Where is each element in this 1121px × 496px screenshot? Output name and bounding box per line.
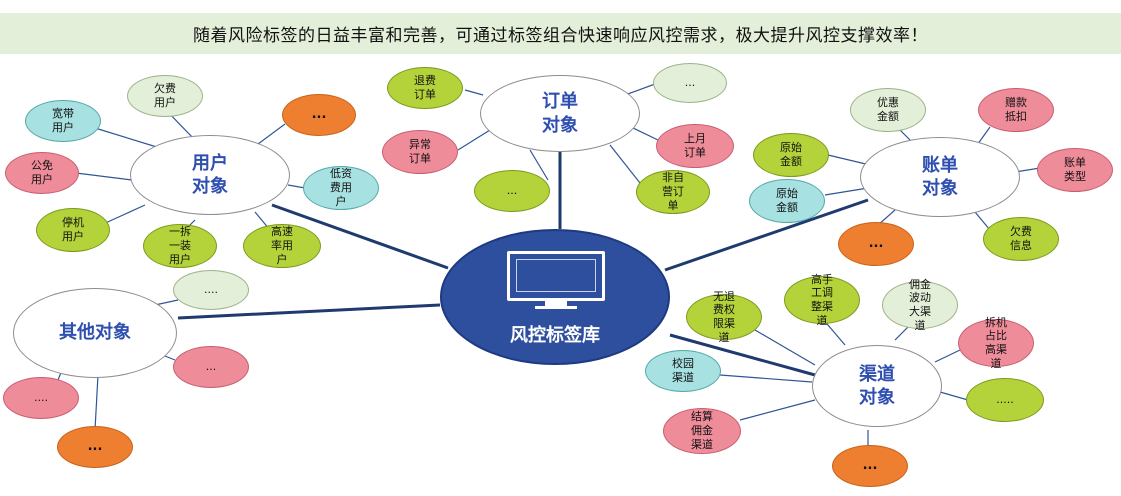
tag-no-refund-permission-channel: 无退 费权 限渠 道: [686, 290, 762, 344]
tag-placeholder: ...: [832, 445, 908, 487]
tag-placeholder: ...: [282, 94, 356, 136]
banner: 随着风险标签的日益丰富和完善，可通过标签组合快速响应风控需求，极大提升风控支撑效…: [0, 13, 1121, 54]
tag-placeholder: ...: [653, 63, 727, 103]
tag-placeholder: ....: [173, 270, 249, 310]
tag-placeholder: ....: [3, 377, 79, 419]
tag-placeholder: .....: [966, 378, 1044, 422]
tag-placeholder: ...: [173, 346, 249, 388]
tag-bill-type: 账单 类型: [1037, 148, 1113, 192]
order-object-node: 订单 对象: [480, 75, 640, 152]
hub-label: 风控标签库: [510, 325, 600, 346]
tag-free-user: 公免 用户: [5, 152, 79, 194]
tag-suspended-user: 停机 用户: [36, 208, 110, 252]
bill-object-node: 账单 对象: [860, 137, 1020, 217]
tag-discount-amount: 优惠 金额: [850, 88, 926, 132]
spoke-bill: [664, 198, 869, 272]
tag-manual-adjust-channel: 高手 工调 整渠 道: [784, 273, 860, 327]
monitor-icon: [507, 251, 605, 301]
tag-low-tariff-user: 低资 费用 户: [303, 166, 379, 210]
channel-object-node: 渠道 对象: [812, 345, 942, 427]
tag-high-speed-user: 高速 率用 户: [243, 224, 321, 268]
tag-abnormal-order: 异常 订单: [382, 130, 458, 174]
tag-arrears-info: 欠费 信息: [983, 217, 1059, 261]
risk-tag-library-hub: 风控标签库: [440, 229, 670, 365]
tag-non-self-operated-order: 非自 营订 单: [636, 170, 710, 214]
tag-placeholder: ...: [474, 170, 550, 212]
user-object-node: 用户 对象: [130, 135, 290, 215]
tag-broadband-user: 宽带 用户: [25, 100, 101, 142]
tag-high-teardown-channel: 拆机 占比 高渠 道: [958, 316, 1034, 370]
spoke-other: [177, 303, 441, 320]
spoke-channel: [669, 333, 816, 377]
spoke-user: [271, 203, 449, 270]
tag-gift-deduction: 赠款 抵扣: [978, 88, 1054, 132]
tag-commission-fluctuation-channel: 佣金 波动 大渠 道: [882, 278, 958, 332]
tag-last-month-order: 上月 订单: [656, 124, 734, 168]
tag-refund-order: 退费 订单: [387, 67, 463, 109]
tag-placeholder: ...: [838, 222, 914, 266]
tag-settlement-commission-channel: 结算 佣金 渠道: [663, 408, 741, 454]
tag-arrears-user: 欠费 用户: [127, 75, 203, 117]
tag-original-amount: 原始 金额: [753, 133, 829, 177]
tag-original-amount: 原始 金额: [749, 179, 825, 223]
other-object-node: 其他对象: [13, 288, 177, 378]
tag-reinstall-user: 一拆 一装 用户: [143, 224, 217, 268]
tag-campus-channel: 校园 渠道: [645, 350, 721, 392]
tag-placeholder: ...: [57, 426, 133, 468]
